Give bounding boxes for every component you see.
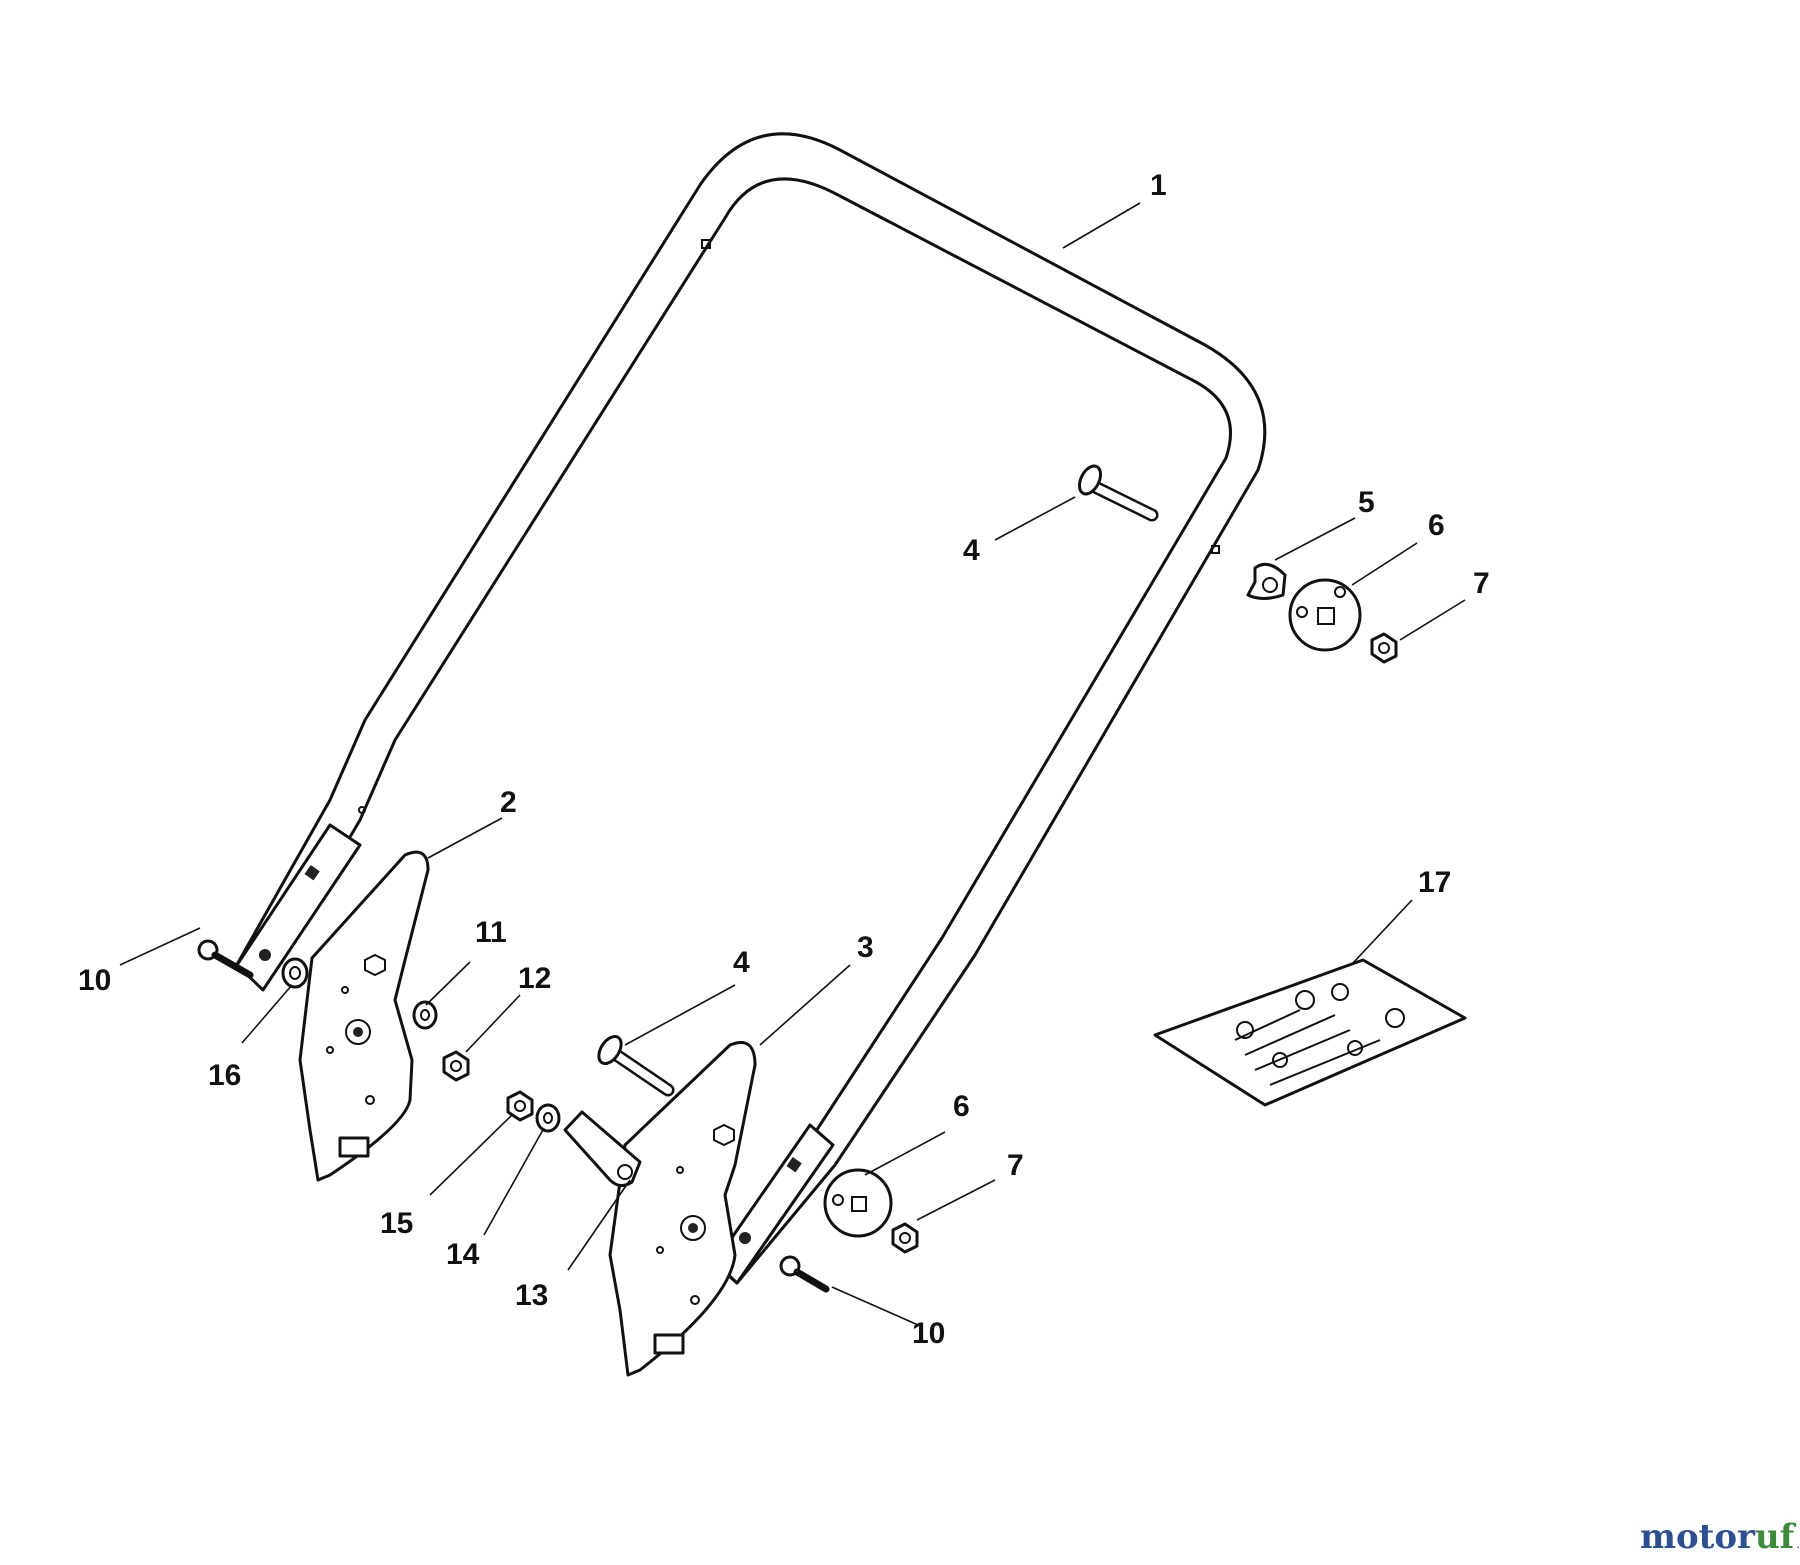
- callout-10a: 10: [78, 964, 111, 997]
- callout-14: 14: [446, 1238, 480, 1271]
- callout-2: 2: [500, 786, 517, 819]
- spacer: [1246, 562, 1287, 600]
- callout-3: 3: [857, 931, 874, 964]
- callout-4b: 4: [733, 946, 750, 979]
- washer-11: [412, 1000, 438, 1030]
- screw-right: [779, 1255, 830, 1293]
- watermark-logo: motoruf.de: [1640, 1517, 1800, 1557]
- callout-11: 11: [475, 916, 507, 949]
- callout-7b: 7: [1007, 1149, 1024, 1182]
- callout-16: 16: [208, 1059, 241, 1092]
- knob-lower: [823, 1168, 893, 1238]
- callout-10b: 10: [912, 1317, 945, 1350]
- nut-12: [442, 1050, 470, 1082]
- callout-17: 17: [1418, 866, 1451, 899]
- left-bracket: [298, 850, 430, 1182]
- right-bracket: [608, 1041, 757, 1377]
- washer-14: [535, 1103, 561, 1133]
- callout-12: 12: [518, 962, 551, 995]
- hardware-kit-bag: [1153, 958, 1467, 1107]
- callout-1: 1: [1150, 169, 1167, 202]
- callout-4a: 4: [963, 534, 980, 567]
- callout-13: 13: [515, 1279, 548, 1312]
- callout-5: 5: [1358, 486, 1375, 519]
- nut-lower: [891, 1222, 919, 1254]
- lever-13: [563, 1110, 642, 1187]
- callout-6a: 6: [1428, 509, 1445, 542]
- callout-7a: 7: [1473, 567, 1490, 600]
- nut-15: [506, 1090, 534, 1122]
- carriage-bolt-lower: [597, 1034, 675, 1097]
- knob-upper: [1288, 578, 1362, 652]
- callout-15: 15: [380, 1207, 413, 1240]
- screw-left: [197, 939, 254, 979]
- callout-labels: 1 2 3 4 4 5 6 6 7 7 10 10 11 12 13 14 15…: [78, 169, 1490, 1350]
- washer-16: [281, 957, 309, 989]
- nut-upper: [1370, 632, 1398, 664]
- callout-6b: 6: [953, 1090, 970, 1123]
- leader-lines: [119, 202, 1466, 1326]
- handlebar-tube: [233, 132, 1267, 1285]
- carriage-bolt-upper: [1077, 464, 1159, 522]
